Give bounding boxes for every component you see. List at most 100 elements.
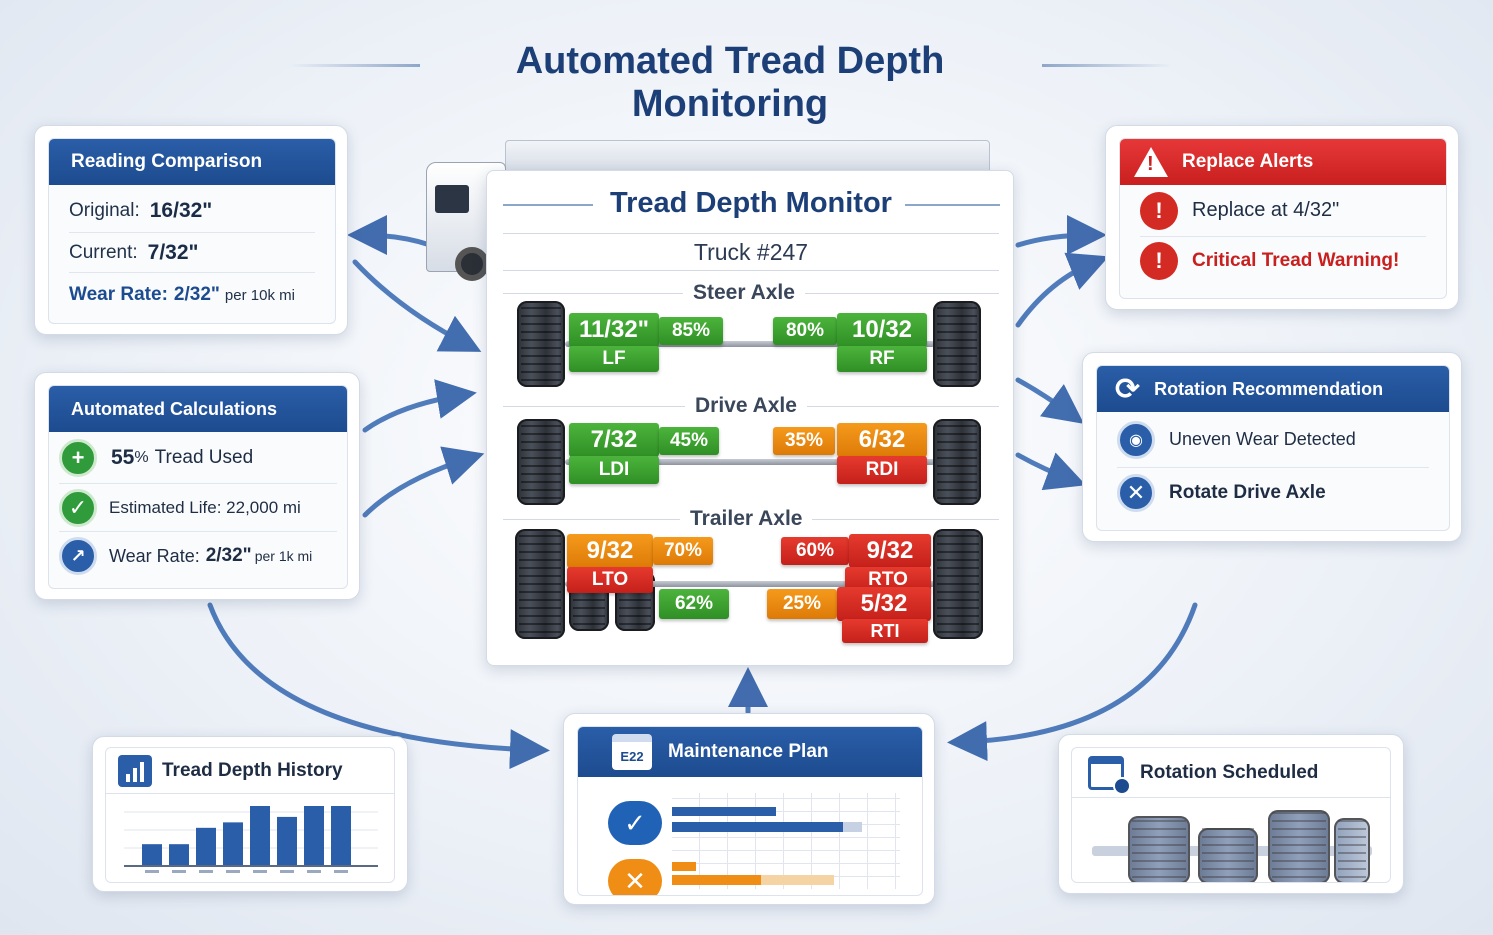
steer-axle-label: Steer Axle [683,281,805,305]
exclamation-icon: ! [1140,242,1178,280]
history-bar [304,806,324,866]
tread-used-label: Tread Used [154,446,254,468]
history-bar [223,822,243,866]
tread-used-value: 55 [111,445,135,469]
estimated-life: Estimated Life: 22,000 mi [109,497,301,517]
tire-wear-icon: ◉ [1117,420,1155,459]
rdi-percent-badge: 35% [773,427,835,455]
tools-icon[interactable]: ✕ [608,859,662,895]
tread-used-row: + 55 % Tread Used [59,432,337,484]
plus-icon: + [59,438,97,477]
tire-rf[interactable] [933,301,981,387]
done-task-bar-top [672,807,776,816]
title-rule-left [290,64,420,67]
rotation-scheduled-card: Rotation Scheduled [1058,734,1404,894]
current-value: 7/32" [147,240,199,264]
warning-triangle-icon: ! [1134,147,1168,177]
calendar-icon: E22 [612,734,652,770]
history-bar [277,816,297,866]
todo-task-bar [672,875,762,885]
calc-wear-rate-label: Wear Rate: [109,545,200,566]
current-label: Current: [69,241,138,263]
checkmark-icon[interactable]: ✓ [608,801,662,845]
title-rule-right [1042,64,1172,67]
history-bar [250,806,270,866]
rto-depth-badge: 9/32 [849,534,931,568]
exclamation-icon: ! [1140,191,1178,230]
rto-percent-badge: 60% [781,537,849,565]
rotate-drive-row: ✕ Rotate Drive Axle [1117,468,1429,518]
replace-alerts-title: Replace Alerts [1182,151,1314,172]
uneven-wear-text: Uneven Wear Detected [1169,429,1356,449]
uneven-wear-row: ◉ Uneven Wear Detected [1117,412,1429,468]
automated-calculations-card: Automated Calculations + 55 % Tread Used… [34,372,360,600]
original-label: Original: [69,199,140,221]
todo-task-bar-track [672,875,834,885]
history-bar-chart [124,806,378,873]
estimated-life-row: ✓ Estimated Life: 22,000 mi [59,484,337,532]
calendar-clock-icon [1088,755,1131,795]
wrench-icon: ✕ [1117,474,1155,512]
tire-lto[interactable] [515,529,565,639]
history-bar [169,844,189,866]
replace-alerts-card: ! Replace Alerts ! Replace at 4/32" ! Cr… [1105,125,1459,310]
monitor-title: Tread Depth Monitor [610,187,892,219]
reading-comparison-header: Reading Comparison [49,139,335,185]
history-tick [226,870,240,873]
rotate-icon: ⟳ [1115,372,1141,406]
rotation-recommendation-header: ⟳ Rotation Recommendation [1097,366,1449,412]
todo-task-bar-top [672,862,696,871]
lto-position-label: LTO [567,567,653,593]
lf-depth-badge: 11/32" [569,313,659,347]
done-task-bar-track [672,822,862,832]
ldi-position-label: LDI [569,456,659,484]
replace-alerts-header: ! Replace Alerts [1120,139,1446,185]
truck-id: Truck #247 [693,239,809,265]
replace-threshold: Replace at 4/32" [1192,199,1340,221]
rf-depth-badge: 10/32 [837,313,927,347]
history-tick [199,870,213,873]
tire-rdo[interactable] [933,419,981,505]
drive-axle-label: Drive Axle [685,394,807,418]
history-bar [196,827,216,866]
bar-chart-icon [118,754,152,787]
monitor-divider-2 [503,270,999,271]
history-title: Tread Depth History [162,759,343,781]
history-tick [172,870,186,873]
lf-percent-badge: 85% [659,317,723,345]
rdi-depth-badge: 6/32 [837,423,927,457]
lti-percent-badge: 62% [659,589,729,619]
rti-percent-badge: 25% [767,589,837,619]
lf-position-label: LF [569,346,659,372]
rti-position-label: RTI [842,619,928,643]
monitor-title-rule-left [503,204,593,206]
replace-threshold-row: ! Replace at 4/32" [1140,185,1426,237]
history-bar [142,844,162,866]
drive-axle-bar [565,459,935,465]
history-tick [280,870,294,873]
history-bar [331,806,351,866]
history-tick [253,870,267,873]
history-tick [145,870,159,873]
wear-rate-unit: per 10k mi [224,286,295,304]
tire-ldo[interactable] [517,419,565,505]
calc-wear-rate-unit: per 1k mi [254,548,313,564]
ldi-depth-badge: 7/32 [569,423,659,457]
page-title: Automated Tread Depth Monitoring [515,40,945,125]
current-reading-row: Current: 7/32" [69,233,315,273]
automated-calculations-header: Automated Calculations [49,386,347,432]
tread-depth-monitor-panel: Tread Depth Monitor Truck #247 Steer Axl… [486,170,1014,666]
tread-depth-history-card: Tread Depth History [92,736,408,892]
rotation-tires-graphic [1072,798,1390,882]
maintenance-plan-header: E22 Maintenance Plan [578,727,922,777]
monitor-divider [503,233,999,234]
maintenance-plan-card: E22 Maintenance Plan ✓ ✕ [563,713,935,905]
rf-percent-badge: 80% [773,317,837,345]
trailer-axle-bar [565,581,935,587]
lto-depth-badge: 9/32 [567,534,653,568]
monitor-title-rule-right [905,204,1000,206]
tire-lf[interactable] [517,301,565,387]
tire-rto[interactable] [933,529,983,639]
reading-comparison-card: Reading Comparison Original: 16/32" Curr… [34,125,348,335]
